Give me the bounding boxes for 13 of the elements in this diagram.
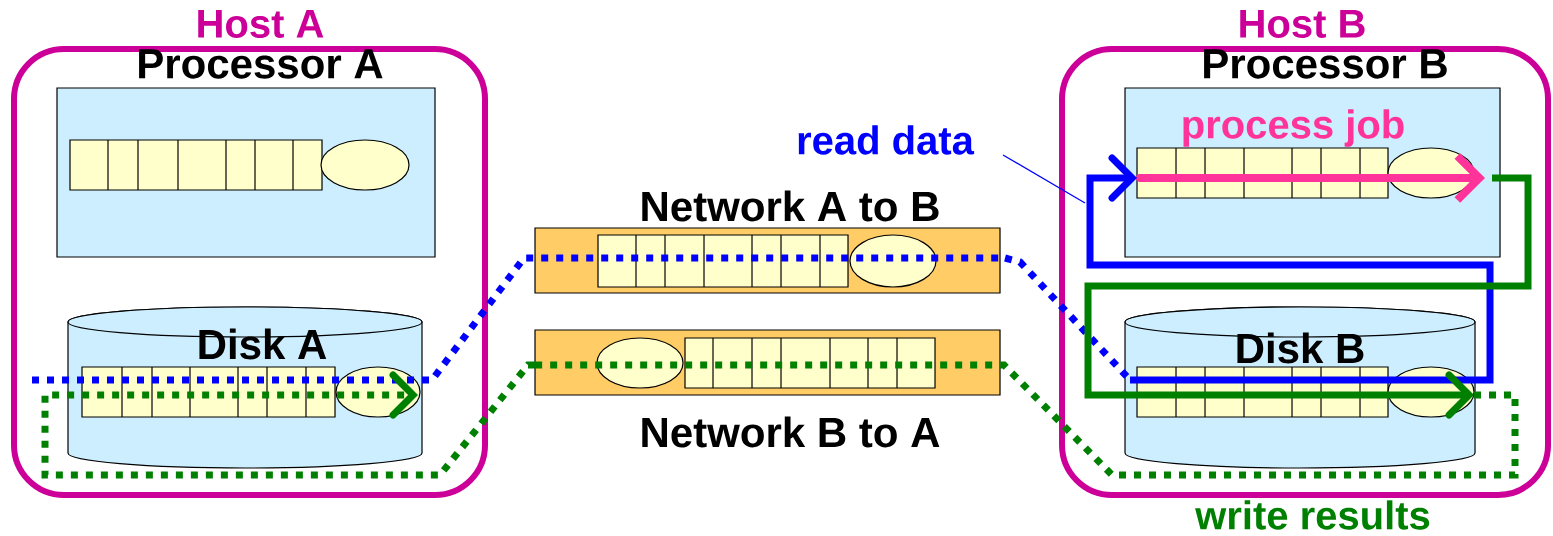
node-label: Network B to A <box>642 416 940 448</box>
leader-line <box>1002 154 1086 204</box>
node-label: Processor B <box>1204 49 1447 79</box>
connector-arrow <box>1086 154 1494 384</box>
text-label: read data <box>798 125 975 155</box>
connector-arrow <box>41 361 536 479</box>
text-label: write results <box>1195 500 1430 530</box>
node-label: Processor A <box>139 49 383 79</box>
connector-arrow <box>1084 174 1532 419</box>
node-label: Network A to B <box>642 190 939 222</box>
text-label: process job <box>1183 109 1404 147</box>
node-label: Host A <box>198 10 324 38</box>
node-label: Host B <box>1240 10 1365 38</box>
